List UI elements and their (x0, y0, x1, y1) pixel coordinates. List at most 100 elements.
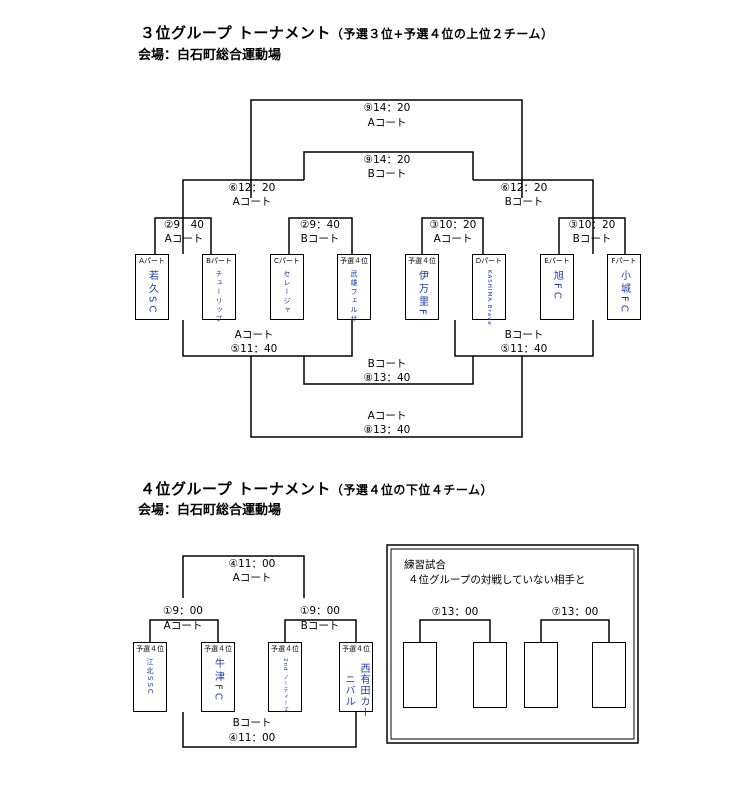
bracket-line-m2a (154, 217, 212, 254)
match-8b-court: Bコート (367, 358, 407, 370)
team-part: 予選４位 (342, 645, 370, 653)
practice-left-time: ⑦13：00 (431, 606, 479, 618)
section2-title-main: ４位グループ トーナメント (140, 480, 331, 498)
bracket-line-m4b (182, 712, 357, 748)
section1-subtitle: （予選３位+予選４位の上位２チーム） (330, 27, 554, 41)
team-box: 予選４位 牛津FC (201, 642, 235, 712)
match-5a-time: ⑤11：40 (230, 343, 278, 355)
bracket-line-m8b (303, 356, 474, 385)
section1-title-main: ３位グループ トーナメント (140, 24, 331, 42)
match-8b-time: ⑧13：40 (363, 372, 411, 384)
team-part: 予選４位 (408, 257, 436, 265)
bracket-line-m9a (250, 99, 523, 198)
match-8a-court: Aコート (367, 410, 407, 422)
match-1b-time: ①9：00 (300, 605, 340, 617)
bracket-line-m1a (149, 619, 219, 642)
practice-desc: ４位グループの対戦していない相手と (408, 574, 586, 586)
match-6a-court: Aコート (232, 196, 272, 208)
bracket-line-m8a (250, 356, 523, 438)
team-part: Fパート (611, 257, 637, 265)
team-name: 牛津FC (212, 658, 224, 703)
match-3a-court: Aコート (433, 233, 473, 245)
team-part: 予選４位 (204, 645, 232, 653)
empty-team-box (403, 642, 437, 708)
match-9b-court: Bコート (367, 168, 407, 180)
team-name: 旭FC (551, 270, 563, 302)
match-6b-court: Bコート (504, 196, 544, 208)
bracket-line-p7b (540, 619, 610, 642)
bracket-line-m3b (558, 217, 626, 254)
bracket-line-p7a (419, 619, 491, 642)
match-3b-time: ③10：20 (568, 219, 616, 231)
section2-venue: 会場：白石町総合運動場 (138, 503, 282, 518)
match-4-court: Aコート (232, 572, 272, 584)
match-6b-time: ⑥12：20 (500, 182, 548, 194)
match-3b-court: Bコート (572, 233, 612, 245)
empty-team-box (524, 642, 558, 708)
team-part: Cパート (274, 257, 300, 265)
team-part: Dパート (475, 257, 503, 265)
section1-venue: 会場：白石町総合運動場 (138, 48, 282, 63)
bracket-line-m2b (288, 217, 353, 254)
match-4b-court: Bコート (232, 717, 272, 729)
team-part: 予選４位 (136, 645, 164, 653)
team-box: Fパート 小城FC (607, 254, 641, 320)
match-8a-time: ⑧13：40 (363, 424, 411, 436)
team-box: 予選４位 武雄フェルサ (337, 254, 371, 324)
match-2b-time: ②9：40 (300, 219, 340, 231)
match-4-time: ④11：00 (228, 558, 276, 570)
bracket-line-m4 (182, 555, 305, 598)
match-1a-court: Aコート (163, 620, 203, 632)
bracket-line-m5a (182, 320, 353, 357)
team-box: Eパート 旭FC (540, 254, 574, 320)
team-name: 小城FC (618, 270, 630, 315)
team-name: 若久SC (146, 270, 158, 316)
empty-team-box (473, 642, 507, 708)
team-name: 江北SSC (146, 658, 154, 696)
team-name: 2nd ノーティーズ (282, 658, 288, 714)
team-name: 西有田カーニバル (343, 662, 369, 718)
team-box: Bパート チューリップ (202, 254, 236, 324)
bracket-line-m5b (454, 320, 594, 357)
team-part: 予選４位 (271, 645, 299, 653)
match-9b-time: ⑨14：20 (363, 154, 411, 166)
bracket-line-m9b (303, 151, 474, 180)
team-name: KASHIMA Brave (486, 270, 492, 326)
section1-title: ３位グループ トーナメント（予選３位+予選４位の上位２チーム） (140, 22, 554, 43)
team-name: チューリップ (215, 270, 223, 324)
team-box: Cパート セレージャ (270, 254, 304, 320)
team-name: 伊万里F (416, 270, 428, 318)
match-4b-time: ④11：00 (228, 732, 276, 744)
empty-team-box (592, 642, 626, 708)
team-box: Aパート 若久SC (135, 254, 169, 320)
bracket-line-m6a (182, 179, 304, 254)
match-3a-time: ③10：20 (429, 219, 477, 231)
team-part: Eパート (544, 257, 570, 265)
match-5a-court: Aコート (234, 329, 274, 341)
section2-subtitle: （予選４位の下位４チーム） (330, 483, 493, 497)
match-6a-time: ⑥12：20 (228, 182, 276, 194)
match-1a-time: ①9：00 (163, 605, 203, 617)
bracket-line-m1b (284, 619, 357, 642)
match-9a-time: ⑨14：20 (363, 102, 411, 114)
section2-title: ４位グループ トーナメント（予選４位の下位４チーム） (140, 478, 493, 499)
match-2a-time: ②9：40 (164, 219, 204, 231)
bracket-line-m3a (421, 217, 484, 254)
bracket-line-m6b (473, 179, 594, 254)
team-box: Dパート KASHIMA Brave (472, 254, 506, 326)
match-2b-court: Bコート (300, 233, 340, 245)
practice-frame (386, 544, 639, 744)
team-part: Aパート (139, 257, 165, 265)
match-2a-court: Aコート (164, 233, 204, 245)
practice-right-time: ⑦13：00 (551, 606, 599, 618)
team-part: 予選４位 (340, 257, 368, 265)
match-5b-court: Bコート (504, 329, 544, 341)
team-box: 予選４位 伊万里F (405, 254, 439, 320)
match-5b-time: ⑤11：40 (500, 343, 548, 355)
team-box: 予選４位 西有田カーニバル (339, 642, 373, 718)
team-part: Bパート (206, 257, 232, 265)
match-1b-court: Bコート (300, 620, 340, 632)
team-name: セレージャ (283, 270, 291, 315)
team-box: 予選４位 2nd ノーティーズ (268, 642, 302, 714)
